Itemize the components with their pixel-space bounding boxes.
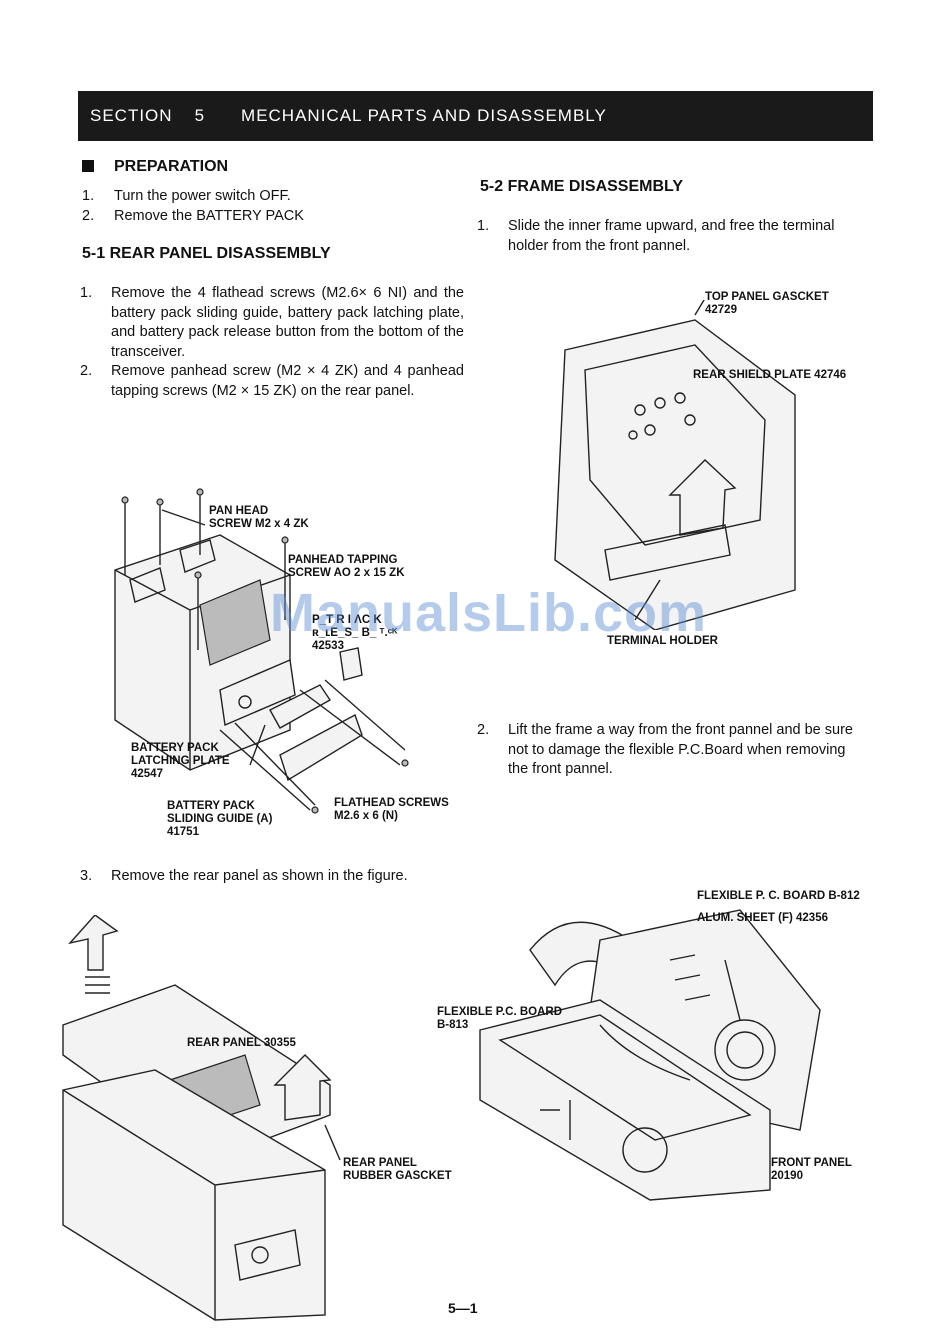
- rear-panel-step-3: 3.Remove the rear panel as shown in the …: [80, 867, 480, 887]
- figure-frame-slide: [554, 300, 796, 630]
- flex-cable: [599, 1024, 691, 1081]
- screw-icon: [401, 759, 409, 767]
- label-terminal-holder: TERMINAL HOLDER: [607, 635, 718, 647]
- preparation-heading: PREPARATION: [82, 158, 228, 176]
- connector-block: [234, 1229, 301, 1281]
- frame-heading: 5-2 FRAME DISASSEMBLY: [480, 178, 683, 195]
- section-banner: SECTION 5 MECHANICAL PARTS AND DISASSEMB…: [78, 91, 873, 141]
- label-plate: [199, 579, 271, 666]
- assembly-lines: [219, 679, 406, 811]
- terminal-holder: [604, 524, 731, 581]
- list-item: 3.Remove the rear panel as shown in the …: [80, 868, 408, 884]
- screw-icon: [121, 496, 129, 504]
- up-arrow-icon: [273, 1054, 332, 1121]
- figure-rear-panel-removal: [62, 915, 341, 1321]
- inner-frame: [479, 999, 771, 1201]
- section-title: MECHANICAL PARTS AND DISASSEMBLY: [241, 106, 607, 125]
- preparation-title: PREPARATION: [114, 158, 229, 175]
- rear-panel-steps: 1.Remove the 4 flathead screws (M2.6× 6 …: [80, 284, 464, 401]
- jack-icon: [251, 1246, 269, 1264]
- list-item: 2.Remove panhead screw (M2 × 4 ZK) and 4…: [80, 363, 464, 399]
- screw-icon: [311, 806, 319, 814]
- up-arrow-icon: [68, 915, 119, 971]
- transceiver-body: [114, 534, 291, 771]
- leader-line: [161, 509, 206, 526]
- page-number: 5—1: [448, 1300, 478, 1316]
- label-alum-sheet: ALUM. SHEET (F) 42356: [697, 912, 828, 924]
- leader-line: [694, 300, 705, 316]
- label-rear-panel: REAR PANEL 30355: [187, 1037, 296, 1049]
- square-bullet-icon: [82, 160, 94, 172]
- section-label: SECTION: [90, 106, 173, 125]
- release-button: [339, 647, 363, 681]
- speaker-icon: [714, 1019, 776, 1081]
- list-item: 2.Remove the BATTERY PACK: [82, 207, 304, 224]
- leader-line: [324, 1124, 341, 1161]
- connector-block: [219, 658, 296, 727]
- screw-icon: [156, 498, 164, 506]
- screw-icon: [281, 536, 289, 544]
- screw-icon: [194, 571, 202, 579]
- section-number: 5: [194, 106, 206, 125]
- preparation-steps: 1.Turn the power switch OFF. 2.Remove th…: [82, 187, 472, 226]
- list-item: 2.Lift the frame a way from the front pa…: [477, 722, 853, 777]
- list-item: 1.Slide the inner frame upward, and free…: [477, 218, 835, 254]
- figure-front-panel-removal: [479, 909, 821, 1201]
- up-arrow-icon: [668, 459, 737, 536]
- list-item: 1.Turn the power switch OFF.: [82, 188, 291, 204]
- frame-step-2: 2.Lift the frame a way from the front pa…: [477, 721, 867, 780]
- transceiver-body: [62, 1069, 326, 1321]
- figure-rear-panel-screws: [114, 488, 409, 814]
- label-flex-board-b812: FLEXIBLE P. C. BOARD B-812: [697, 890, 860, 902]
- rear-panel-heading: 5-1 REAR PANEL DISASSEMBLY: [82, 245, 331, 262]
- sliding-guide: [279, 713, 363, 782]
- leader-line: [634, 579, 661, 621]
- leader-line: [249, 724, 266, 766]
- jack-icon: [238, 695, 252, 709]
- screw-icon: [196, 488, 204, 496]
- label-rear-shield-plate: REAR SHIELD PLATE 42746: [693, 369, 847, 381]
- watermark: ManualsLib.com: [270, 583, 708, 643]
- frame-step-1: 1.Slide the inner frame upward, and free…: [477, 217, 867, 256]
- list-item: 1.Remove the 4 flathead screws (M2.6× 6 …: [80, 285, 464, 360]
